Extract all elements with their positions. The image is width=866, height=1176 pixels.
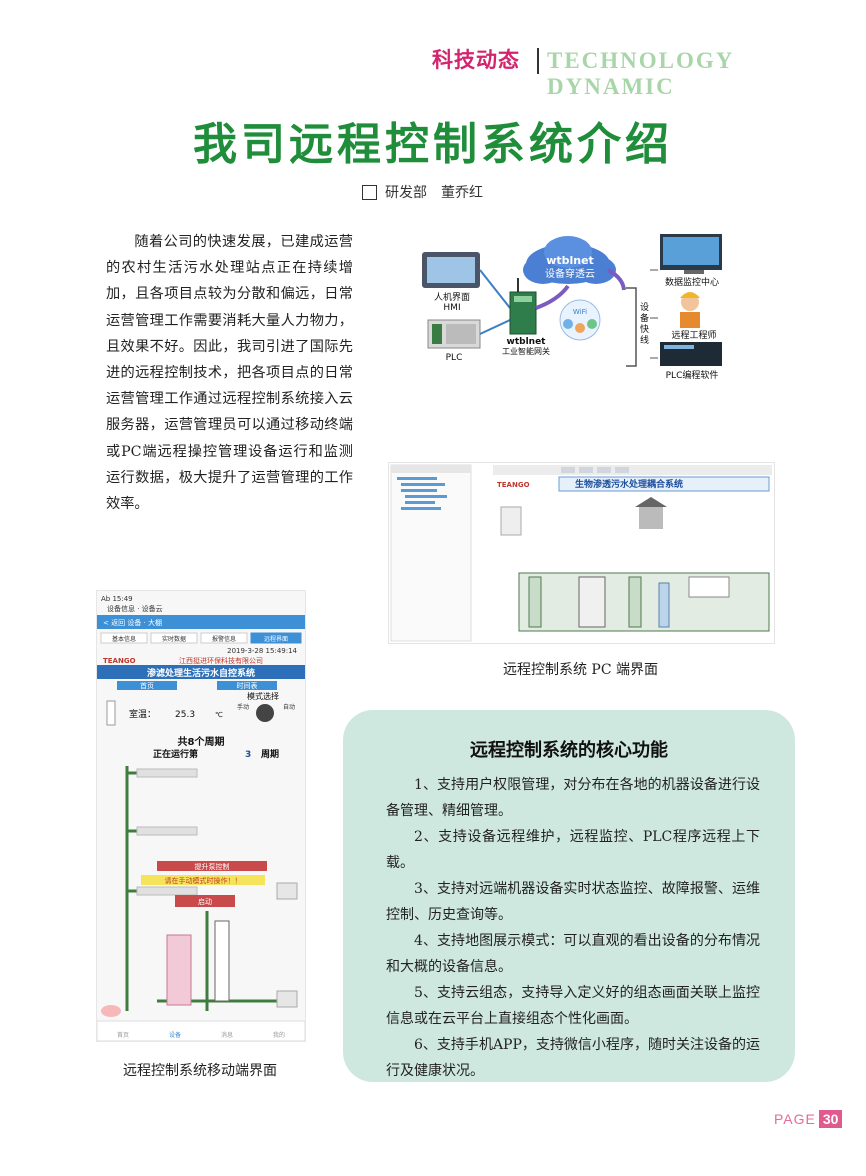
bottom-tab-3: 消息 [221, 1031, 233, 1039]
mobile-status-bar: Ab 15:49 [101, 595, 133, 603]
section-title-en: TECHNOLOGY DYNAMIC [547, 48, 734, 99]
cloud-label-2: 设备穿透云 [545, 267, 595, 280]
pc-logo: TEANGO [497, 481, 530, 489]
page-label: PAGE [774, 1111, 816, 1127]
feature-box-title: 远程控制系统的核心功能 [470, 740, 668, 761]
thermometer-icon [106, 700, 116, 726]
mobile-interface-screenshot: Ab 15:49 设备信息 · 设备云 < 返回 设备 · 大棚 基本信息 实时… [96, 590, 306, 1042]
mobile-timer-button [217, 681, 277, 690]
mobile-nav-bar [97, 615, 305, 629]
page-number: PAGE 30 [774, 1110, 843, 1128]
gateway-label-1: wtblnet [507, 337, 547, 347]
wifi-icon [559, 299, 601, 341]
mobile-system-banner [97, 665, 305, 679]
mobile-timer-label: 时间表 [237, 681, 258, 690]
feature-item: 5、支持云组态，支持导入定义好的组态画面关联上监控信息或在云平台上直接组态个性化… [386, 985, 760, 1027]
pc-thermometer [500, 506, 522, 536]
page-number-value: 30 [818, 1110, 843, 1128]
article-body: 随着公司的快速发展，已建成运营的农村生活污水处理站点正在持续增加，且各项目点较为… [106, 234, 353, 513]
mobile-company: 江西挺进环保科技有限公司 [179, 656, 263, 665]
bottom-tab-2: 设备 [169, 1031, 181, 1039]
feature-item: 6、支持手机APP，支持微信小程序，随时关注设备的运行及健康状况。 [386, 1037, 760, 1079]
mobile-nav-text: < 返回 设备 · 大棚 [103, 618, 162, 627]
mobile-mode-auto: 自动 [283, 703, 295, 711]
popup-title: 提升泵控制 [195, 862, 230, 871]
feature-item: 4、支持地图展示模式：可以直观的看出设备的分布情况和大概的设备信息。 [386, 933, 760, 975]
mobile-tab-1: 基本信息 [112, 635, 136, 643]
mobile-datetime: 2019-3-28 15:49:14 [227, 647, 297, 655]
pc-tree-panel [390, 464, 472, 642]
byline-text: 研发部 董乔红 [385, 185, 483, 201]
header-divider [537, 48, 539, 74]
mobile-app-title: 设备信息 · 设备云 [107, 604, 163, 613]
cycle-running-suffix: 周期 [261, 748, 279, 760]
target-label-3: PLC编程软件 [666, 369, 719, 381]
section-title-cn: 科技动态 [432, 47, 520, 72]
feature-list: 1、支持用户权限管理，对分布在各地的机器设备进行设备管理、精细管理。 2、支持设… [386, 772, 760, 1084]
wifi-label: WiFi [573, 308, 587, 316]
plc-label: PLC [446, 353, 463, 363]
mobile-tabs: 基本信息 实时数据 报警信息 远程界面 [100, 632, 302, 644]
pc-banner: 生物渗透污水处理耦合系统 [575, 478, 683, 490]
mobile-caption: 远程控制系统移动端界面 [123, 1063, 277, 1079]
temp-unit: ℃ [215, 711, 223, 719]
square-icon [362, 184, 377, 200]
mobile-tab-4: 远程界面 [264, 635, 288, 643]
room-temp-value: 25.3 [175, 710, 195, 720]
mobile-tab-2: 实时数据 [162, 635, 186, 643]
article-title: 我司远程控制系统介绍 [193, 119, 673, 170]
mobile-mode-label: 模式选择 [247, 691, 279, 701]
mobile-bottom-nav [97, 1020, 305, 1041]
hmi-label-2: HMI [443, 303, 460, 313]
pc-interface-screenshot: TEANGO 生物渗透污水处理耦合系统 [388, 462, 775, 644]
popup-message: 请在手动模式时操作！！ [165, 876, 242, 885]
mobile-home-label: 首页 [140, 681, 154, 690]
pc-caption: 远程控制系统 PC 端界面 [502, 662, 659, 678]
bottom-tab-4: 我的 [273, 1031, 285, 1039]
cloud-icon [523, 236, 616, 284]
bottom-tab-1: 首页 [117, 1031, 129, 1039]
cloud-label-1: wtblnet [546, 254, 594, 267]
mode-switch-knob [256, 704, 274, 722]
popup-start-label: 启动 [198, 897, 212, 906]
mobile-home-button [117, 681, 177, 690]
feature-item: 2、支持设备远程维护，远程监控、PLC程序远程上下载。 [386, 829, 760, 871]
room-temp-label: 室温： [129, 708, 156, 720]
mobile-tab-3: 报警信息 [212, 635, 236, 643]
target-label-2: 远程工程师 [671, 329, 716, 341]
mobile-mode-manual: 手动 [237, 703, 249, 711]
feature-item: 3、支持对远端机器设备实时状态监控、故障报警、运维控制、历史查询等。 [386, 881, 760, 923]
cycle-running-num: 3 [245, 750, 251, 760]
network-diagram: 人机界面 HMI PLC wtblnet 工业智能网关 wtblnet 设备穿透… [422, 234, 722, 381]
cycle-total: 共8个周期 [178, 735, 225, 748]
popup-start-button [175, 895, 235, 907]
feature-box [343, 710, 795, 1082]
mobile-system-name: 渗滤处理生活污水自控系统 [147, 667, 255, 679]
gateway-label-2: 工业智能网关 [502, 346, 550, 356]
pump-control-popup-title-bar [157, 861, 267, 871]
mobile-logo: TEANGO [103, 657, 136, 665]
pc-tank-system [518, 572, 770, 632]
hmi-label-1: 人机界面 [434, 291, 470, 303]
feature-item: 1、支持用户权限管理，对分布在各地的机器设备进行设备管理、精细管理。 [386, 777, 760, 819]
cycle-running-prefix: 正在运行第 [153, 748, 198, 760]
target-label-1: 数据监控中心 [665, 276, 719, 288]
byline: 研发部 董乔红 [362, 182, 483, 202]
popup-message-bar [141, 875, 265, 885]
engineer-icon [680, 292, 700, 328]
bracket-label: 设备快线 [640, 302, 649, 346]
